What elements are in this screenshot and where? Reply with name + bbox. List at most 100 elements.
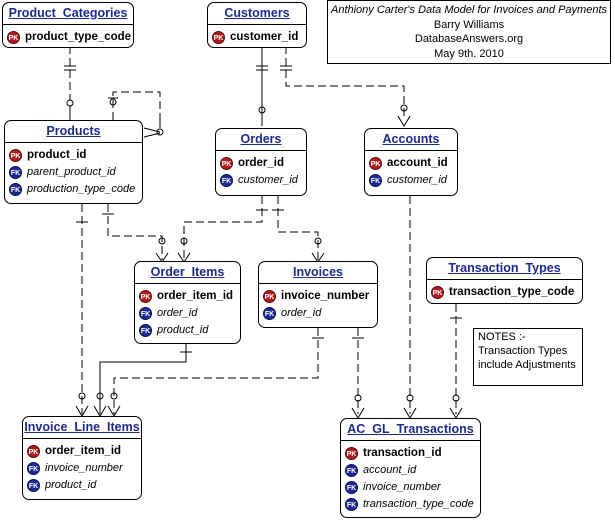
entity-accounts[interactable]: Accounts PK account_id FK customer_id [364, 128, 458, 196]
notes-heading: NOTES :- [478, 331, 526, 343]
entity-invoices[interactable]: Invoices PK invoice_number FK order_id [258, 261, 378, 328]
link-products-lineitems [75, 204, 89, 417]
entity-product-categories[interactable]: Product_Categories PK product_type_code [2, 2, 134, 48]
entity-title: Invoices [292, 265, 344, 279]
field-name: customer_id [230, 31, 299, 43]
field-name: order_item_id [157, 290, 234, 302]
field-name: parent_product_id [27, 166, 116, 178]
foreign-key-icon: FK [27, 462, 40, 475]
header-date: May 9th. 2010 [434, 47, 504, 60]
primary-key-icon: PK [220, 157, 233, 170]
primary-key-icon: PK [263, 290, 276, 303]
foreign-key-icon: FK [220, 174, 233, 187]
field-row: PK product_id [5, 147, 142, 164]
header-site: DatabaseAnswers.org [414, 33, 524, 45]
field-name: product_id [157, 324, 209, 336]
header-author: Barry Williams [433, 18, 505, 31]
foreign-key-icon: FK [345, 464, 358, 477]
field-row: FK invoice_number [23, 460, 141, 477]
notes-line: Transaction Types [478, 345, 568, 357]
entity-products[interactable]: Products PK product_id FK parent_product_i… [4, 120, 143, 204]
entity-title: AC_GL_Transactions [347, 422, 474, 436]
notes-line: include Adjustments [478, 359, 576, 371]
field-name: product_id [45, 479, 97, 491]
foreign-key-icon: FK [9, 166, 22, 179]
field-name: invoice_number [281, 290, 370, 302]
entity-title: Transaction_Types [448, 261, 561, 275]
field-row: FK customer_id [216, 172, 306, 189]
primary-key-icon: PK [139, 290, 152, 303]
entity-customers[interactable]: Customers PK customer_id [207, 2, 307, 48]
primary-key-icon: PK [212, 31, 225, 44]
field-name: invoice_number [363, 481, 441, 493]
link-types-transactions [449, 304, 463, 419]
foreign-key-icon: FK [139, 307, 152, 320]
foreign-key-icon: FK [345, 481, 358, 494]
primary-key-icon: PK [345, 447, 358, 460]
link-accounts-transactions [403, 196, 417, 419]
field-row: PK invoice_number [259, 288, 377, 305]
field-row: FK transaction_type_code [341, 496, 480, 513]
field-name: production_type_code [27, 183, 136, 195]
link-categories-products [64, 46, 76, 120]
primary-key-icon: PK [9, 149, 22, 162]
link-customers-accounts [280, 46, 411, 127]
field-row: FK customer_id [365, 172, 457, 189]
entity-title: Product_Categories [8, 6, 128, 20]
field-row: PK transaction_id [341, 445, 480, 462]
field-row: FK account_id [341, 462, 480, 479]
notes-box: NOTES :- Transaction Types include Adjus… [473, 328, 583, 386]
field-name: transaction_type_code [449, 286, 575, 298]
primary-key-icon: PK [431, 286, 444, 299]
field-name: order_id [238, 157, 285, 169]
field-row: PK order_item_id [135, 288, 240, 305]
field-name: account_id [363, 464, 417, 476]
entity-transaction-types[interactable]: Transaction_Types PK transaction_type_cod… [426, 257, 583, 304]
link-orderitems-lineitems [93, 344, 192, 417]
field-name: account_id [387, 157, 448, 169]
foreign-key-icon: FK [263, 307, 276, 320]
entity-title: Products [46, 124, 101, 138]
field-row: PK customer_id [208, 29, 306, 46]
field-name: transaction_id [363, 447, 442, 459]
link-products-self [108, 91, 164, 138]
field-row: FK invoice_number [341, 479, 480, 496]
field-name: product_id [27, 149, 87, 161]
entity-ac-gl-transactions[interactable]: AC_GL_Transactions PK transaction_id FK ac… [340, 418, 481, 518]
entity-title: Accounts [382, 132, 440, 146]
field-name: customer_id [238, 174, 298, 186]
field-row: PK product_type_code [3, 29, 133, 46]
foreign-key-icon: FK [9, 183, 22, 196]
field-row: FK product_id [135, 322, 240, 339]
field-name: product_type_code [25, 31, 132, 43]
link-customers-orders [256, 46, 268, 126]
field-name: invoice_number [45, 462, 123, 474]
field-row: FK production_type_code [5, 181, 142, 198]
diagram-header: Anthiony Carter's Data Model for Invoice… [327, 0, 611, 64]
entity-title: Customers [224, 6, 290, 20]
primary-key-icon: PK [7, 31, 20, 44]
field-name: transaction_type_code [363, 498, 474, 510]
foreign-key-icon: FK [139, 324, 152, 337]
entity-orders[interactable]: Orders PK order_id FK customer_id [215, 128, 307, 196]
field-row: PK transaction_type_code [427, 284, 582, 301]
header-title: Anthiony Carter's Data Model for Invoice… [330, 4, 607, 16]
foreign-key-icon: FK [345, 498, 358, 511]
link-orders-invoices [272, 196, 325, 263]
foreign-key-icon: FK [369, 174, 382, 187]
field-row: FK order_id [135, 305, 240, 322]
field-name: order_id [157, 307, 198, 319]
field-row: PK order_id [216, 155, 306, 172]
field-name: customer_id [387, 174, 447, 186]
entity-title: Orders [240, 132, 282, 146]
field-row: PK account_id [365, 155, 457, 172]
primary-key-icon: PK [369, 157, 382, 170]
entity-title: Invoice_Line_Items [24, 420, 140, 434]
link-orders-orderitems [177, 196, 268, 263]
field-name: order_id [281, 307, 322, 319]
field-row: FK parent_product_id [5, 164, 142, 181]
